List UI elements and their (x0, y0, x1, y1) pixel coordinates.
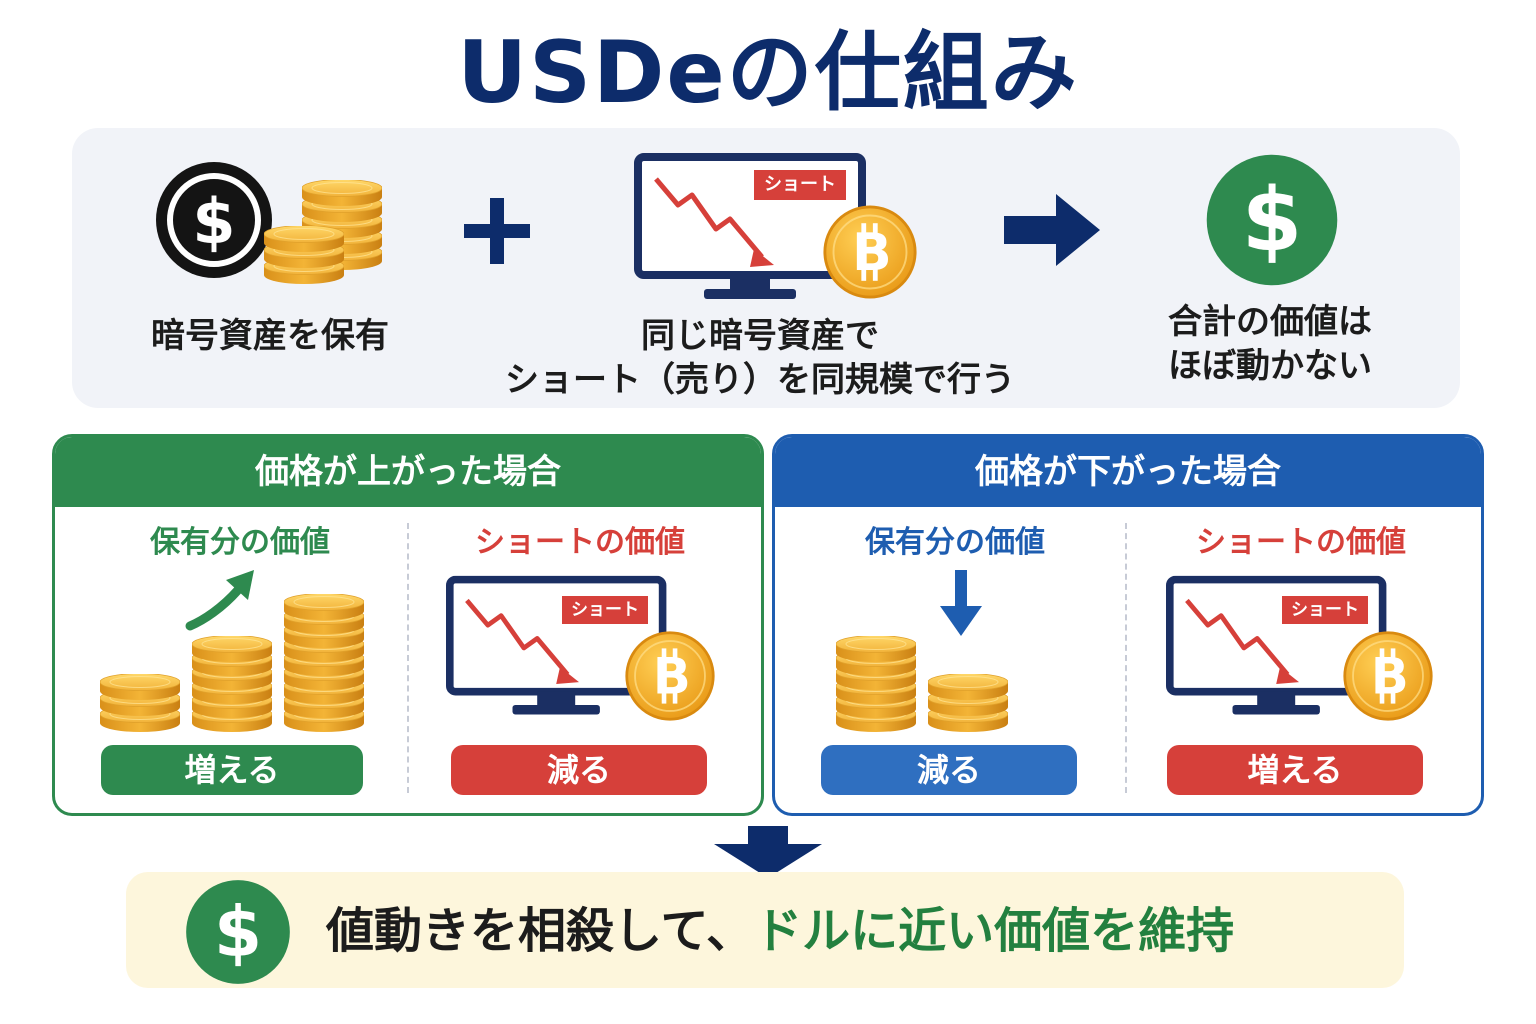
dollar-coin-icon: $ (156, 162, 272, 278)
short-badge: ショート (754, 170, 846, 200)
arrow-down-icon (714, 826, 822, 878)
coin-stack-icon (264, 180, 382, 284)
case-title: 価格が下がった場合 (775, 437, 1481, 507)
bitcoin-icon (823, 205, 917, 299)
green-dollar-icon (186, 880, 290, 984)
result-pill: 増える (1167, 745, 1423, 795)
bitcoin-icon (625, 631, 715, 721)
conclusion-text: 値動きを相殺して、ドルに近い価値を維持 (326, 903, 1235, 959)
short-value-label: ショートの価値 (475, 525, 685, 560)
down-arrow-icon (940, 570, 982, 636)
step-short-label: 同じ暗号資産で ショート（売り）を同規模で行う (505, 316, 1015, 400)
coin-stack-large (284, 594, 364, 732)
holding-value-label: 保有分の価値 (865, 525, 1045, 560)
coin-stack-medium (836, 636, 916, 732)
bitcoin-icon (1343, 631, 1433, 721)
coin-stack-medium (192, 636, 272, 732)
divider (407, 523, 409, 793)
short-badge: ショート (1282, 596, 1368, 624)
short-value-label: ショートの価値 (1196, 525, 1406, 560)
divider (1125, 523, 1127, 793)
page-title: USDeの仕組み (457, 23, 1079, 123)
coin-stack-small (928, 674, 1008, 732)
step-total-label: 合計の価値は ほぼ動かない (1168, 302, 1372, 386)
arrow-right-icon (1004, 194, 1100, 266)
result-pill: 増える (101, 745, 363, 795)
step-hold-label: 暗号資産を保有 (151, 316, 389, 356)
green-dollar-icon (1206, 154, 1338, 286)
short-badge: ショート (562, 596, 648, 624)
result-pill: 減る (821, 745, 1077, 795)
result-pill: 減る (451, 745, 707, 795)
up-arrow-icon (185, 570, 254, 631)
holding-value-label: 保有分の価値 (150, 525, 330, 560)
svg-text:$: $ (192, 185, 235, 258)
case-title: 価格が上がった場合 (55, 437, 761, 507)
coin-stack-small (100, 674, 180, 732)
conclusion-panel (126, 872, 1404, 988)
plus-icon (464, 198, 530, 264)
